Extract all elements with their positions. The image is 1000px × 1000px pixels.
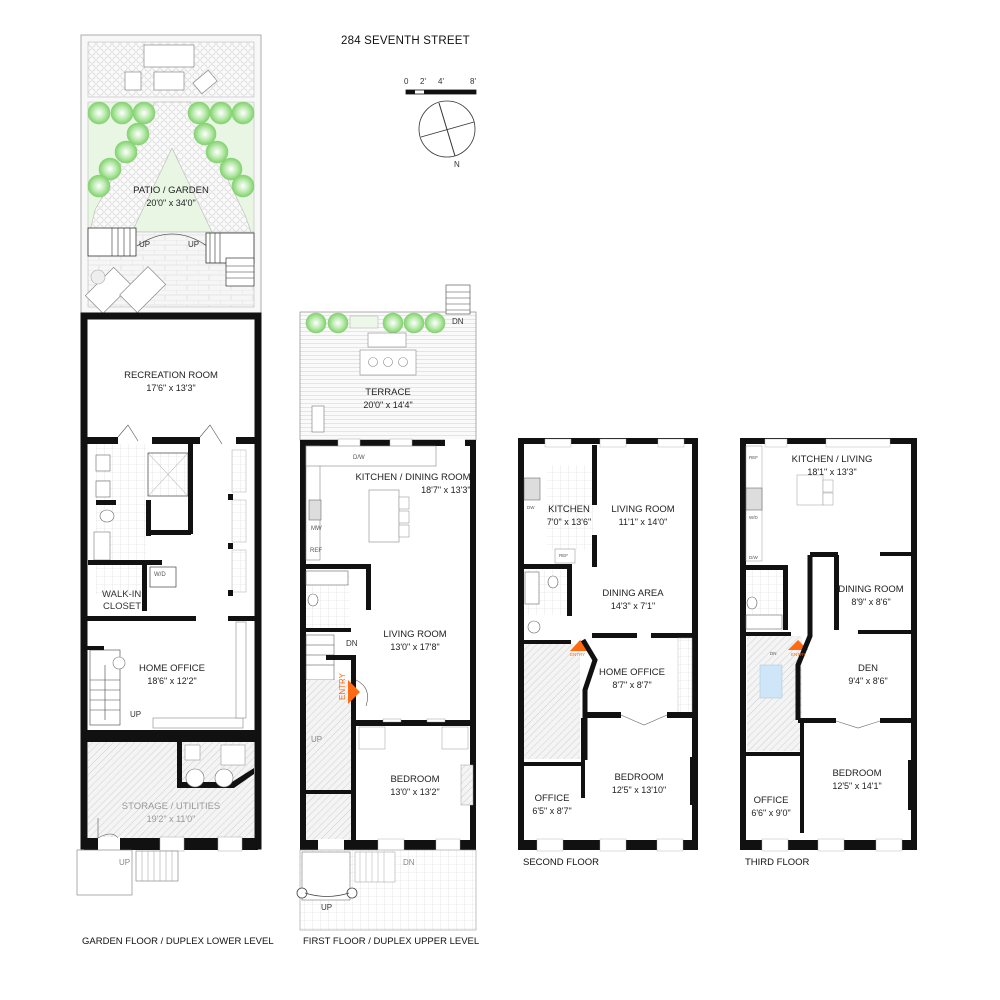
walk-in-closet-label-line1: WALK-IN <box>102 589 142 600</box>
stair-up-label: UP <box>321 903 333 912</box>
page-title: 284 SEVENTH STREET <box>341 35 470 47</box>
dishwasher-label: D/W <box>749 555 758 560</box>
entry-label: ENTRY <box>791 652 807 657</box>
stair-down-label: DN <box>403 858 415 867</box>
dishwasher-label: D/W <box>353 455 365 461</box>
compass <box>418 100 476 158</box>
second-floor-plan <box>518 438 698 852</box>
floor-caption-second: SECOND FLOOR <box>523 857 600 868</box>
floor-caption-garden: GARDEN FLOOR / DUPLEX LOWER LEVEL <box>82 936 274 947</box>
stair-up-label: UP <box>188 240 200 249</box>
walk-in-closet-label-line2: CLOSET <box>103 601 142 612</box>
compass-north-label: N <box>454 160 460 169</box>
third-floor-plan <box>740 438 917 852</box>
washer-dryer-label: W/D <box>749 515 758 520</box>
floor-caption-first: FIRST FLOOR / DUPLEX UPPER LEVEL <box>303 936 480 947</box>
scale-tick-2: 2' <box>420 77 426 86</box>
stair-up-label: UP <box>130 710 142 719</box>
stair-down-label: DN <box>452 317 464 326</box>
entry-label: ENTRY <box>338 673 347 700</box>
scale-tick-4: 4' <box>438 77 444 86</box>
microwave-label: MW <box>311 526 322 532</box>
stair-up-label: UP <box>119 858 131 867</box>
dishwasher-label: DW <box>527 505 535 510</box>
scale-tick-0: 0 <box>404 77 409 86</box>
first-floor-plan <box>296 284 477 931</box>
refrigerator-label: REF <box>310 548 322 554</box>
stair-up-label: UP <box>311 735 323 744</box>
refrigerator-label: REF <box>749 455 758 460</box>
refrigerator-label: REF <box>559 553 568 558</box>
scale-tick-8: 8' <box>470 77 476 86</box>
stair-down-label: DN <box>770 651 777 656</box>
stair-up-label: UP <box>139 240 151 249</box>
stair-down-label: DN <box>346 639 358 648</box>
garden-floor-plan <box>76 34 262 896</box>
washer-dryer-label: W/D <box>154 572 166 578</box>
entry-label: ENTRY <box>570 652 586 657</box>
floor-caption-third: THIRD FLOOR <box>745 857 810 868</box>
scale-bar <box>405 89 477 95</box>
